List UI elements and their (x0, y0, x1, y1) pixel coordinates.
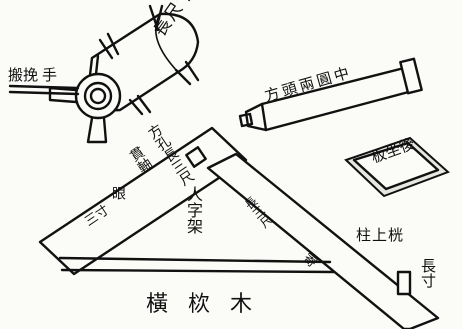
post-label: 桄上柱 (356, 224, 404, 245)
upper-beam-vertical-d: 眼 (108, 186, 128, 200)
rod-right-cap (399, 57, 423, 95)
hand-text: 手 (42, 66, 58, 84)
handle-text: 搬挽 (8, 66, 39, 84)
winch-handle (8, 84, 80, 96)
post-tenon (396, 270, 412, 296)
handle-label-group: 搬挽手 (8, 64, 57, 85)
crossbar (58, 256, 336, 274)
upper-beam-hole (185, 146, 207, 168)
rod-left-cap (238, 102, 268, 132)
lower-beam (206, 152, 440, 329)
peg-bottom (128, 94, 152, 116)
seat-board-top (352, 141, 440, 191)
right-post (396, 270, 412, 296)
spoke-bottom (86, 116, 108, 144)
post-length-text: 長寸 (419, 258, 437, 288)
spoke-top (94, 54, 100, 76)
wheel-inner (89, 87, 107, 105)
back-seat-board (344, 136, 450, 198)
bottom-title: 橫栨木 (146, 286, 272, 318)
wheel-outer (74, 72, 122, 120)
peg-top-left (148, 4, 164, 32)
peg-right (174, 60, 200, 86)
lower-beam-body (206, 152, 440, 329)
post-length-label: 長寸 (418, 258, 439, 288)
upper-beam-text-d: 眼 (110, 186, 126, 200)
frame-label-group: 人字架 (176, 186, 210, 238)
upper-beam (38, 126, 248, 276)
wheel-middle (83, 81, 113, 111)
round-rod (238, 57, 423, 132)
upper-beam-body (38, 126, 248, 276)
peg-left (98, 32, 120, 60)
post-text: 桄上柱 (356, 226, 405, 244)
winch-assembly (8, 4, 200, 144)
bottom-title-text: 橫栨木 (146, 292, 273, 317)
frame-text: 人字架 (184, 186, 203, 234)
